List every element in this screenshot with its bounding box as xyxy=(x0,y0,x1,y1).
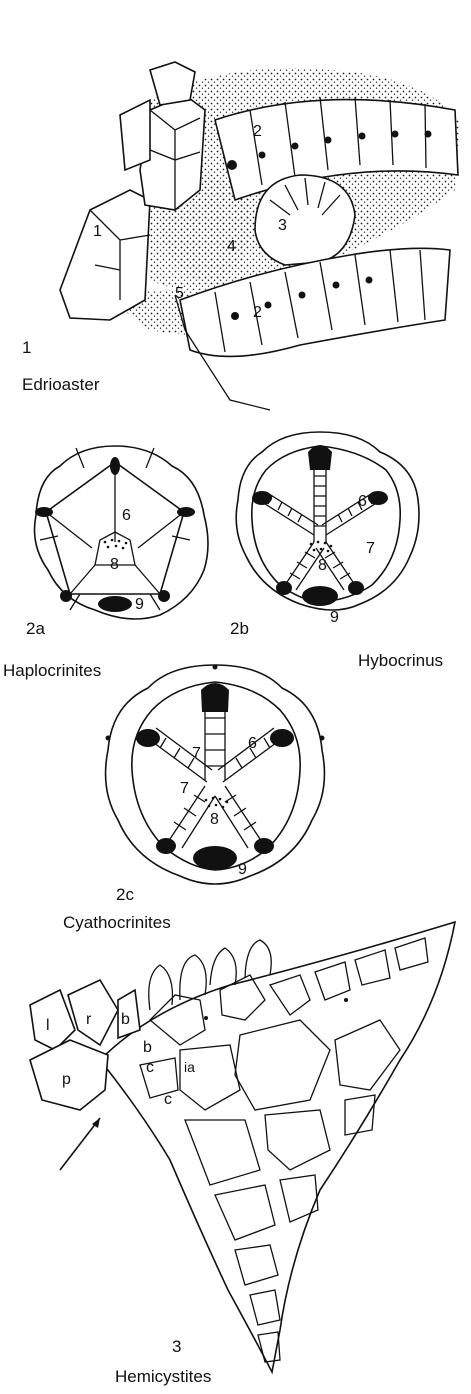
fig2b-name: Hybocrinus xyxy=(358,651,443,670)
fig3-label-c-lower: c xyxy=(164,1091,172,1108)
fig3-label-ia: ia xyxy=(184,1059,195,1075)
fig2a-label-9: 9 xyxy=(135,596,144,613)
figure-3-hemicystites: l r b p b ia c c 3 Hemicystites xyxy=(30,922,455,1386)
fig3-name: Hemicystites xyxy=(115,1367,211,1386)
fig1-label-5: 5 xyxy=(175,285,184,302)
fig2b-label-7: 7 xyxy=(366,540,375,557)
fig2b-number: 2b xyxy=(230,619,249,638)
fig1-name: Edrioaster xyxy=(22,375,100,394)
fig2c-label-8: 8 xyxy=(210,811,219,828)
fig3-label-l: l xyxy=(46,1017,50,1034)
fig3-label-b-upper: b xyxy=(121,1011,130,1028)
fig2c-label-7-upper: 7 xyxy=(192,745,201,762)
fig3-number: 3 xyxy=(172,1337,181,1356)
fig2a-label-8: 8 xyxy=(110,556,119,573)
fig2b-label-9: 9 xyxy=(330,609,339,626)
fig1-number: 1 xyxy=(22,338,31,357)
fig1-label-1: 1 xyxy=(93,223,102,240)
fig2a-name: Haplocrinites xyxy=(3,661,101,680)
fig2c-number: 2c xyxy=(116,885,134,904)
figure-2a-haplocrinites: 6 8 9 2a Haplocrinites xyxy=(3,446,208,680)
fig2c-label-7-lower: 7 xyxy=(180,780,189,797)
fig2c-label-6: 6 xyxy=(248,735,257,752)
fig2a-label-6: 6 xyxy=(122,507,131,524)
fig2a-number: 2a xyxy=(26,619,45,638)
fig3-label-r: r xyxy=(86,1011,92,1028)
figure-2b-hybocrinus: 6 7 8 9 2b Hybocrinus xyxy=(230,432,443,670)
fig1-label-4: 4 xyxy=(227,238,236,255)
fig1-label-2-lower: 2 xyxy=(253,304,262,321)
fig2b-label-6: 6 xyxy=(358,493,367,510)
fig2c-name: Cyathocrinites xyxy=(63,913,171,932)
fig1-label-3: 3 xyxy=(278,217,287,234)
fig2c-label-9: 9 xyxy=(238,861,247,878)
fig1-label-2-upper: 2 xyxy=(253,123,262,140)
fig3-label-b-lower: b xyxy=(143,1039,152,1056)
fig2b-label-8: 8 xyxy=(318,557,327,574)
figure-2c-cyathocrinites: 6 7 7 8 9 2c Cyathocrinites xyxy=(63,665,325,933)
figure-1-edrioaster: 1 2 3 4 5 2 1 Edrioaster xyxy=(22,62,460,410)
fig3-label-c-upper: c xyxy=(146,1059,154,1076)
fig3-label-p: p xyxy=(62,1071,71,1088)
